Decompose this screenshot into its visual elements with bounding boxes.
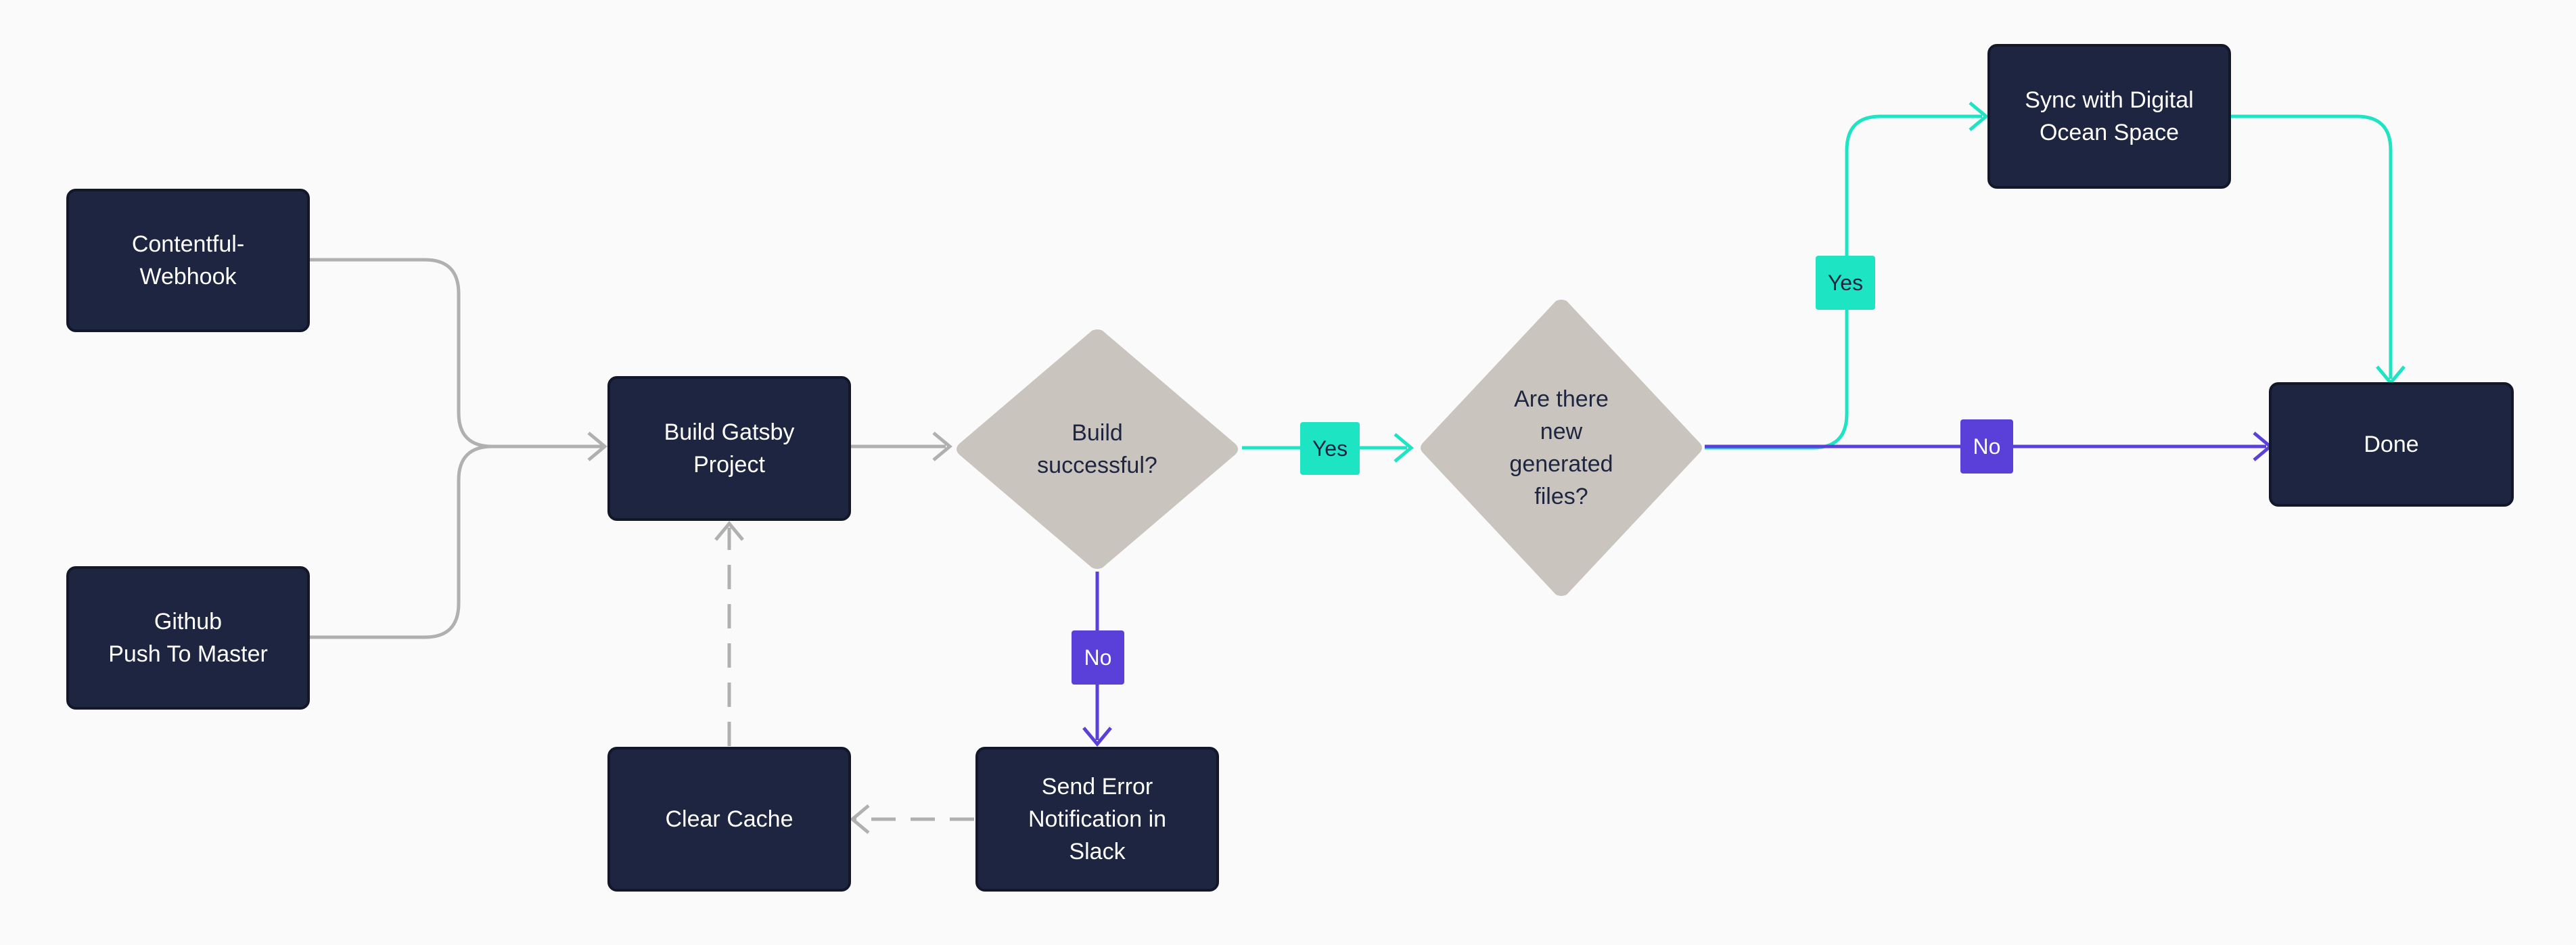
connector-contentful-to-build <box>310 258 602 448</box>
node-contentful-webhook: Contentful- Webhook <box>66 189 310 332</box>
label-build-yes: Yes <box>1300 422 1360 475</box>
arrowhead-build-retry <box>714 521 744 541</box>
node-clear-cache-label: Clear Cache <box>665 806 794 832</box>
decision-new-files-shape <box>1421 300 1702 596</box>
node-send-error: Send Error Notification in Slack <box>975 747 1219 892</box>
node-build-gatsby-label: Build Gatsby Project <box>664 419 795 478</box>
label-build-no: No <box>1072 630 1124 685</box>
node-send-error-label: Send Error Notification in Slack <box>1028 774 1167 865</box>
arrowhead-clear-cache <box>850 804 870 834</box>
node-contentful-webhook-label: Contentful- Webhook <box>131 231 245 290</box>
node-done-label: Done <box>2364 432 2419 457</box>
decision-build-successful: Build successful? <box>954 328 1241 570</box>
arrowhead-sync <box>1969 101 1989 131</box>
node-github-push-label: Github Push To Master <box>108 609 268 667</box>
arrowhead-build-yes <box>1394 433 1414 463</box>
arrowhead-build-input <box>587 432 607 461</box>
decision-new-files-label: Are there new generated files? <box>1509 386 1613 509</box>
arrowhead-decision-input <box>932 432 952 461</box>
node-sync-digital-ocean: Sync with Digital Ocean Space <box>1987 44 2231 189</box>
decision-build-successful-label: Build successful? <box>1037 420 1157 478</box>
arrowhead-build-no <box>1082 727 1112 747</box>
label-files-no: No <box>1960 419 2013 474</box>
node-build-gatsby: Build Gatsby Project <box>607 376 851 521</box>
node-clear-cache: Clear Cache <box>607 747 851 892</box>
connector-sync-to-done <box>2231 114 2393 379</box>
decision-new-files: Are there new generated files? <box>1418 298 1705 597</box>
decision-build-successful-shape <box>957 329 1238 569</box>
node-sync-digital-ocean-label: Sync with Digital Ocean Space <box>2025 87 2194 145</box>
node-done: Done <box>2269 382 2514 507</box>
node-github-push: Github Push To Master <box>66 566 310 710</box>
connector-github-to-build <box>310 444 602 639</box>
label-files-yes: Yes <box>1816 256 1875 310</box>
